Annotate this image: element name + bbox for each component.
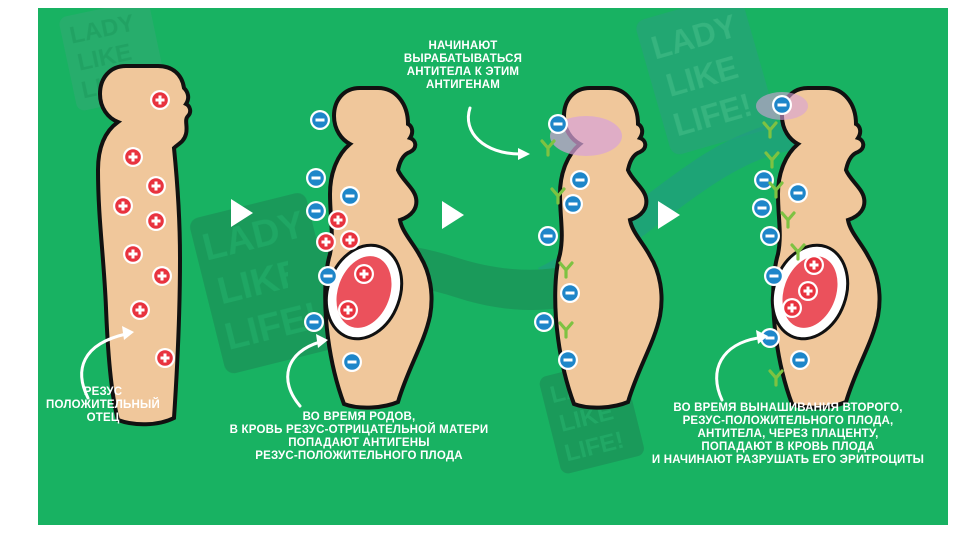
step-arrow-2: [442, 201, 464, 229]
label-line: И НАЧИНАЮТ РАЗРУШАТЬ ЕГО ЭРИТРОЦИТЫ: [651, 454, 925, 466]
step-arrow-1: [231, 199, 253, 227]
label-line: АНТИТЕЛА К ЭТИМ: [406, 66, 520, 78]
label-line: АНТИГЕНАМ: [425, 79, 501, 91]
label-line: ОТЕЦ: [86, 412, 120, 424]
label-line: ПОЛОЖИТЕЛЬНЫЙ: [46, 399, 160, 411]
label-line: РЕЗУС-ПОЛОЖИТЕЛЬНОГО ПЛОДА: [255, 450, 463, 462]
label-line: НАЧИНАЮТ: [428, 40, 498, 52]
infographic-canvas: LADY LIKE LIFE! LADY LIKE LIFE! LADY LIK…: [38, 8, 948, 525]
label-line: ВО ВРЕМЯ ВЫНАШИВАНИЯ ВТОРОГО,: [673, 402, 903, 414]
father-figure: [96, 64, 193, 427]
label-birth: ВО ВРЕМЯ РОДОВ, В КРОВЬ РЕЗУС-ОТРИЦАТЕЛЬ…: [206, 411, 512, 463]
label-second-pregnancy: ВО ВРЕМЯ ВЫНАШИВАНИЯ ВТОРОГО, РЕЗУС-ПОЛО…: [638, 402, 938, 467]
mother-antibodies: [534, 86, 664, 410]
label-line: ПОПАДАЮТ В КРОВЬ ПЛОДА: [701, 441, 875, 453]
label-antibodies: НАЧИНАЮТ ВЫРАБАТЫВАТЬСЯ АНТИТЕЛА К ЭТИМ …: [388, 40, 538, 92]
step-arrow-3: [658, 201, 680, 229]
label-father: РЕЗУС ПОЛОЖИТЕЛЬНЫЙ ОТЕЦ: [38, 386, 168, 425]
step-arrows: [231, 199, 680, 229]
label-line: РЕЗУС: [83, 386, 123, 398]
callout-arrows: [80, 106, 768, 408]
infographic-art: LADY LIKE LIFE! LADY LIKE LIFE! LADY LIK…: [38, 8, 948, 525]
label-line: РЕЗУС-ПОЛОЖИТЕЛЬНОГО ПЛОДА,: [682, 415, 894, 427]
mother-second-pregnancy: [752, 86, 882, 410]
mother-first-birth: [304, 86, 434, 410]
label-line: ВО ВРЕМЯ РОДОВ,: [302, 411, 416, 423]
label-line: ВЫРАБАТЫВАТЬСЯ: [403, 53, 523, 65]
label-line: В КРОВЬ РЕЗУС-ОТРИЦАТЕЛЬНОЙ МАТЕРИ: [229, 424, 489, 436]
label-line: ПОПАДАЮТ АНТИГЕНЫ: [288, 437, 430, 449]
label-line: АНТИТЕЛА, ЧЕРЕЗ ПЛАЦЕНТУ,: [697, 428, 879, 440]
